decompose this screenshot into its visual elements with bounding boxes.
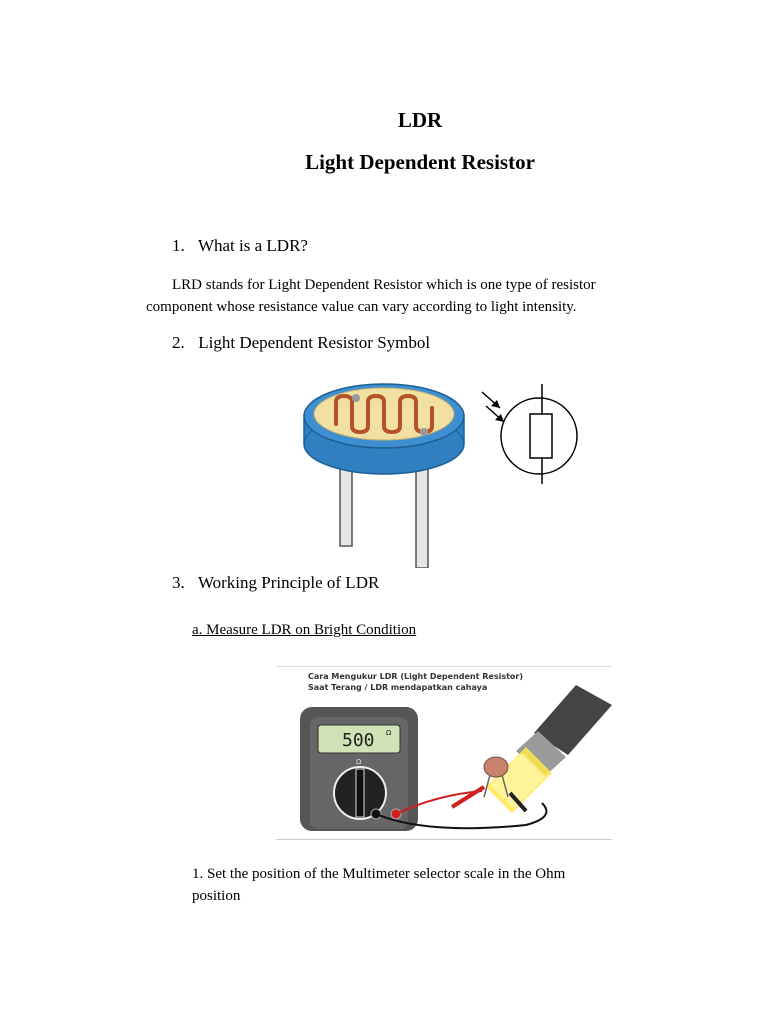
measurement-figure: Cara Mengukur LDR (Light Dependent Resis… bbox=[276, 666, 612, 840]
step-1-line-1: 1. Set the position of the Multimeter se… bbox=[192, 866, 566, 882]
svg-text:Ω: Ω bbox=[356, 758, 362, 766]
meter-reading: 500 bbox=[342, 730, 375, 751]
section-number: 2. bbox=[172, 333, 185, 352]
section-number: 3. bbox=[172, 573, 185, 592]
section-title: Working Principle of LDR bbox=[197, 573, 380, 592]
figure-caption-line-1: Cara Mengukur LDR (Light Dependent Resis… bbox=[308, 672, 523, 681]
section-heading-1: 1. What is a LDR? bbox=[172, 236, 308, 256]
meter-unit-symbol: Ω bbox=[386, 729, 392, 737]
intro-line-1: LRD stands for Light Dependent Resistor … bbox=[172, 277, 596, 293]
step-1-line-2: position bbox=[192, 888, 241, 904]
multimeter-illustration: 500 Ω Ω bbox=[300, 707, 418, 831]
subsection-a-heading: a. Measure LDR on Bright Condition bbox=[192, 622, 417, 638]
section-title: What is a LDR? bbox=[197, 236, 308, 255]
section-heading-3: 3. Working Principle of LDR bbox=[172, 573, 379, 593]
intro-line-2: component whose resistance value can var… bbox=[146, 299, 577, 315]
figure-caption-line-2: Saat Terang / LDR mendapatkan cahaya bbox=[308, 683, 487, 692]
ldr-component-illustration bbox=[303, 383, 465, 568]
ldr-schematic-symbol bbox=[481, 384, 578, 484]
flashlight-illustration bbox=[486, 685, 612, 813]
section-title: Light Dependent Resistor Symbol bbox=[198, 333, 431, 352]
document-subtitle: Light Dependent Resistor bbox=[305, 150, 535, 174]
document-title: LDR bbox=[397, 108, 443, 132]
ldr-under-test bbox=[483, 756, 509, 798]
section-number: 1. bbox=[172, 236, 185, 255]
section-heading-2: 2. Light Dependent Resistor Symbol bbox=[172, 333, 430, 353]
